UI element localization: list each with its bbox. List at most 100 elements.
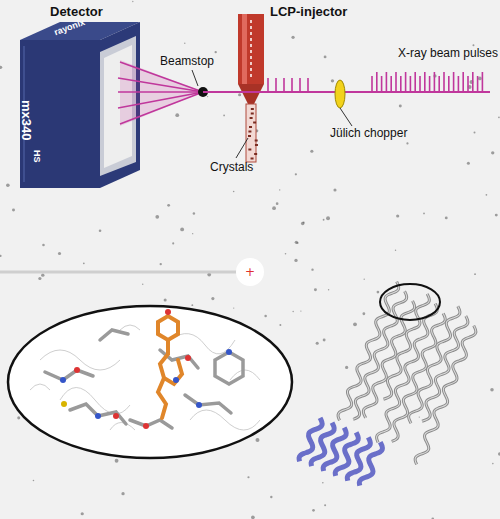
pulse	[275, 78, 277, 92]
speckle	[314, 288, 317, 291]
speckle	[395, 249, 396, 250]
speckle	[233, 191, 235, 193]
speckle	[81, 512, 84, 515]
speckle	[419, 416, 420, 417]
speckle	[491, 151, 494, 154]
pulse	[371, 76, 373, 92]
protein-structure	[298, 272, 483, 504]
speckle	[396, 214, 399, 217]
speckle	[38, 277, 41, 280]
crystal-dots	[248, 108, 258, 160]
speckle	[345, 366, 348, 369]
pulse	[267, 78, 269, 92]
part-label: Beamstop	[160, 54, 214, 69]
speckle	[167, 204, 170, 207]
speckle	[33, 480, 35, 482]
crystal	[248, 131, 251, 133]
speckle	[490, 388, 494, 392]
speckle	[295, 173, 297, 175]
speckle	[247, 476, 249, 478]
speckle	[175, 113, 179, 117]
speckle	[474, 273, 476, 275]
speckle	[193, 212, 195, 214]
speckle	[279, 189, 280, 190]
speckle	[223, 115, 225, 117]
binding-site-ring	[380, 284, 440, 320]
pulse	[424, 72, 426, 92]
pulse	[291, 78, 293, 92]
crystal	[250, 117, 253, 119]
speckle	[323, 219, 325, 221]
speckle	[115, 459, 119, 463]
speckle	[272, 206, 276, 210]
speckle	[17, 416, 20, 419]
inset-view	[8, 306, 292, 458]
beam-centre	[236, 258, 264, 286]
speckle	[0, 66, 2, 69]
helix	[336, 280, 401, 422]
crystal	[255, 144, 258, 146]
speckle	[270, 496, 272, 498]
speckle	[172, 242, 174, 244]
pulse	[307, 78, 309, 92]
pulse	[414, 72, 416, 92]
speckle	[279, 324, 281, 326]
crystal	[249, 126, 252, 128]
speckle	[99, 230, 102, 233]
crystal	[254, 153, 257, 155]
speckle	[333, 188, 336, 191]
pulse	[376, 72, 378, 92]
speckle	[6, 183, 10, 187]
speckle	[276, 202, 279, 205]
speckle	[180, 228, 184, 232]
speckle	[238, 93, 241, 96]
crystal	[255, 140, 258, 142]
helix-highlight	[336, 280, 401, 422]
speckle	[364, 278, 365, 279]
speckle	[362, 312, 365, 315]
pulse	[429, 76, 431, 92]
speckle	[294, 259, 297, 262]
speckle	[324, 504, 326, 506]
leader-line	[340, 108, 352, 126]
pulse	[395, 72, 397, 92]
speckle	[322, 482, 324, 484]
speckle	[251, 516, 255, 519]
part-label: Detector	[50, 4, 103, 19]
pulse	[472, 72, 474, 92]
speckle	[312, 509, 315, 512]
speckle	[431, 518, 434, 519]
speckle	[12, 209, 15, 212]
part-label: X-ray beam pulses	[398, 46, 498, 61]
fusion-helix	[358, 440, 384, 488]
scatter-cone	[120, 60, 203, 126]
leader-line	[192, 70, 198, 86]
speckle	[164, 299, 167, 302]
speckle	[255, 438, 259, 442]
speckle	[498, 452, 500, 455]
speckle	[474, 131, 476, 133]
pulse	[482, 72, 484, 92]
speckle	[295, 241, 298, 244]
speckle	[42, 244, 45, 247]
speckle	[498, 116, 500, 118]
leader-line	[236, 138, 248, 158]
speckle	[467, 162, 470, 165]
speckle	[121, 492, 124, 495]
speckle	[211, 297, 214, 300]
pulse	[400, 76, 402, 92]
beamstop-arm	[0, 271, 238, 274]
pulse	[477, 76, 479, 92]
pulse	[419, 76, 421, 92]
speckle	[301, 222, 304, 225]
helix-highlight	[361, 299, 417, 419]
speckle	[0, 255, 2, 257]
crystal	[251, 113, 254, 115]
pulse	[467, 76, 469, 92]
pulse	[438, 76, 440, 92]
pulse	[410, 76, 412, 92]
speckle	[292, 311, 293, 312]
